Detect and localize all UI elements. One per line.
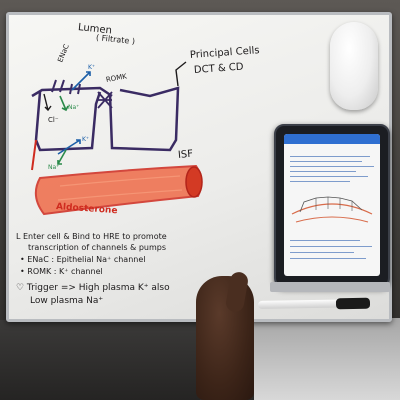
- k-label: K⁺: [88, 64, 96, 71]
- tight-junction-icon: [97, 91, 113, 109]
- marker-cap: [335, 297, 371, 310]
- note-line-1: L Enter cell & Bind to HRE to promote: [16, 232, 167, 241]
- na-arrow-icon: [59, 95, 69, 112]
- romk-channel-icon: [69, 83, 81, 95]
- notes-line: [290, 166, 374, 167]
- tablet-device: [274, 124, 390, 288]
- vessel-opening-icon: [185, 166, 203, 198]
- cl-label: Cl⁻: [48, 116, 59, 124]
- note-line-4: • ROMK : K⁺ channel: [20, 267, 103, 276]
- tablet-stand: [270, 282, 390, 292]
- k-basolateral-label: K⁺: [82, 136, 90, 143]
- na-label: Na⁺: [68, 104, 80, 111]
- note-line-2: transcription of channels & pumps: [28, 243, 167, 252]
- notes-line: [290, 181, 350, 182]
- enac-channel-icon: [51, 79, 65, 93]
- tablet-diagram-icon: [291, 196, 373, 223]
- vessel-shading-icon: [57, 175, 183, 201]
- note-line-3: • ENaC : Epithelial Na⁺ channel: [20, 255, 146, 264]
- notes-line: [290, 171, 356, 172]
- k-basolateral-arrow-icon: [57, 139, 81, 155]
- principal-cell-outline: [108, 86, 180, 152]
- isf-label: ISF: [177, 148, 194, 161]
- cl-arrow-icon: [43, 93, 52, 112]
- na-basolateral-arrow-icon: [57, 149, 67, 165]
- pointer-arrow-icon: [175, 61, 187, 87]
- notes-line: [290, 252, 354, 253]
- note-line-5: ♡ Trigger => High plasma K⁺ also: [16, 283, 170, 293]
- notes-line: [290, 240, 360, 241]
- notes-line: [290, 176, 368, 177]
- notes-line: [290, 258, 366, 259]
- tablet-screen: [284, 134, 380, 276]
- na-basolateral-label: Na⁺: [48, 164, 60, 171]
- computer-mouse: [330, 22, 378, 110]
- tablet-toolbar: [284, 134, 380, 144]
- notes-line: [290, 161, 362, 162]
- light-fabric: [254, 318, 400, 400]
- aldosterone-path-icon: [31, 139, 37, 171]
- notes-line: [290, 156, 370, 157]
- k-arrow-icon: [71, 71, 91, 91]
- dark-fabric: [0, 320, 200, 400]
- note-line-6: Low plasma Na⁺: [30, 296, 104, 306]
- notes-line: [290, 246, 372, 247]
